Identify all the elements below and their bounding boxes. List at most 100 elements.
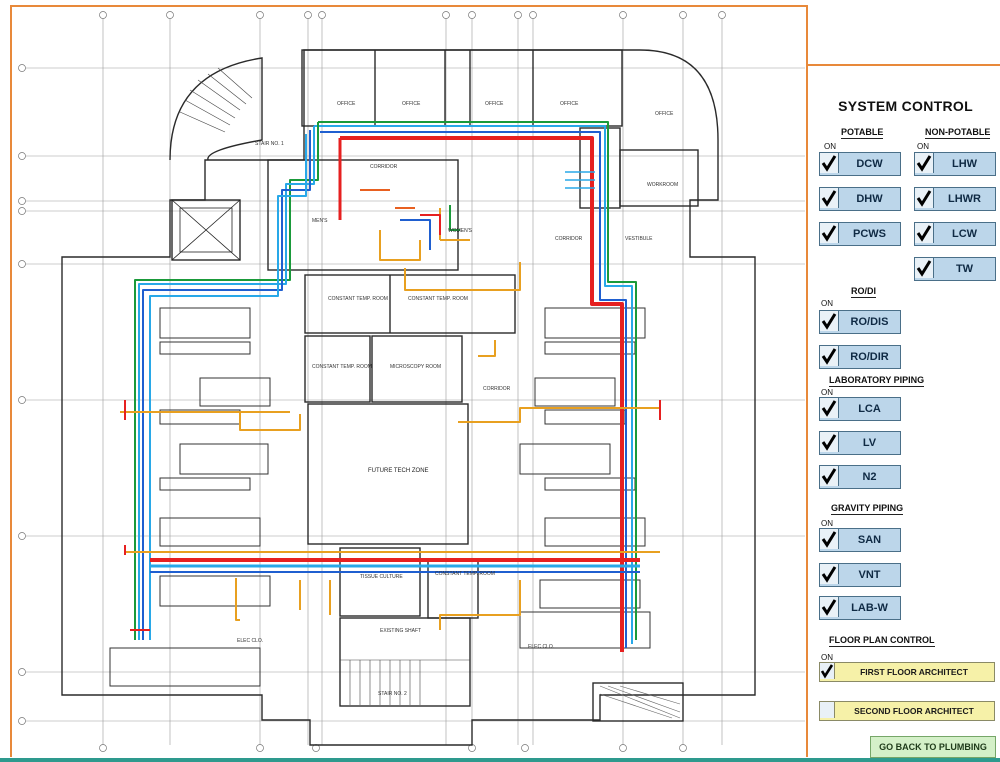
room-label-office-3: OFFICE	[485, 101, 504, 107]
panel-title: SYSTEM CONTROL	[838, 98, 973, 114]
toggle-label-n2: N2	[862, 471, 877, 483]
checkbox-tw[interactable]	[915, 258, 934, 278]
checkbox-ro-dir[interactable]	[820, 346, 839, 366]
check-icon	[821, 348, 837, 365]
frame-divider	[806, 5, 808, 757]
toggle-label-vnt: VNT	[858, 569, 881, 581]
room-label-constant-temp-4: CONSTANT TEMP. ROOM	[435, 571, 495, 577]
toggle-lcw[interactable]: LCW	[914, 222, 996, 246]
room-label-vestibule: VESTIBULE	[625, 236, 653, 242]
toggle-ro-dis[interactable]: RO/DIS	[819, 310, 901, 334]
checkbox-vnt[interactable]	[820, 564, 839, 584]
checkbox-second-floor-architect[interactable]	[820, 702, 835, 718]
toggle-tw[interactable]: TW	[914, 257, 996, 281]
room-label-microscopy: MICROSCOPY ROOM	[390, 364, 441, 370]
group-heading-non-potable: NON-POTABLE	[925, 127, 991, 139]
toggle-first-floor-architect[interactable]: FIRST FLOOR ARCHITECT	[819, 662, 995, 682]
room-label-future-tech-zone: FUTURE TECH ZONE	[368, 468, 429, 474]
checkbox-dhw[interactable]	[820, 188, 839, 208]
checkbox-first-floor-architect[interactable]	[820, 663, 835, 679]
on-label-gravity: ON	[821, 519, 833, 528]
go-back-to-plumbing-button[interactable]: GO BACK TO PLUMBING	[870, 736, 996, 758]
panel-top-rule	[806, 64, 1000, 66]
check-icon	[916, 190, 932, 207]
on-label-ro-di: ON	[821, 299, 833, 308]
toggle-lv[interactable]: LV	[819, 431, 901, 455]
room-label-existing-shaft: EXISTING SHAFT	[380, 628, 421, 634]
toggle-ro-dir[interactable]: RO/DIR	[819, 345, 901, 369]
toggle-label-tw: TW	[955, 263, 974, 275]
room-label-office-1: OFFICE	[337, 101, 356, 107]
toggle-san[interactable]: SAN	[819, 528, 901, 552]
checkbox-lcw[interactable]	[915, 223, 934, 243]
room-label-stair-1: STAIR NO. 1	[255, 141, 284, 147]
checkbox-lhw[interactable]	[915, 153, 934, 173]
group-heading-laboratory: LABORATORY PIPING	[829, 375, 925, 387]
checkbox-lv[interactable]	[820, 432, 839, 452]
toggle-label-dcw: DCW	[856, 158, 883, 170]
room-label-corridor-3: CORRIDOR	[483, 386, 511, 392]
toggle-second-floor-architect[interactable]: SECOND FLOOR ARCHITECT	[819, 701, 995, 721]
room-label-elec-1: ELEC CLO.	[237, 638, 263, 644]
room-label-office-5: OFFICE	[655, 111, 674, 117]
toggle-dhw[interactable]: DHW	[819, 187, 901, 211]
toggle-label-lcw: LCW	[951, 228, 978, 240]
toggle-lhw[interactable]: LHW	[914, 152, 996, 176]
on-label-potable: ON	[824, 142, 836, 151]
toggle-vnt[interactable]: VNT	[819, 563, 901, 587]
toggle-lab-w[interactable]: LAB-W	[819, 596, 901, 620]
on-label-floor-plan: ON	[821, 653, 833, 662]
checkbox-pcws[interactable]	[820, 223, 839, 243]
group-heading-floor-plan: FLOOR PLAN CONTROL	[829, 635, 935, 647]
room-label-mens: MEN'S	[312, 218, 328, 224]
toggle-label-dhw: DHW	[856, 193, 883, 205]
check-icon	[916, 155, 932, 172]
toggle-lhwr[interactable]: LHWR	[914, 187, 996, 211]
check-icon	[821, 468, 837, 485]
toggle-label-lhw: LHW	[951, 158, 978, 170]
checkbox-lca[interactable]	[820, 398, 839, 418]
toggle-label-ro-dir: RO/DIR	[850, 351, 889, 363]
building-walls	[61, 49, 756, 746]
check-icon	[821, 566, 837, 583]
group-heading-potable: POTABLE	[841, 127, 884, 139]
toggle-lca[interactable]: LCA	[819, 397, 901, 421]
check-icon	[821, 225, 837, 242]
room-label-stair-2: STAIR NO. 2	[378, 691, 407, 697]
room-label-workroom: WORKROOM	[647, 182, 678, 188]
toggle-label-ro-dis: RO/DIS	[850, 316, 889, 328]
check-icon	[916, 225, 932, 242]
checkbox-n2[interactable]	[820, 466, 839, 486]
check-icon	[821, 434, 837, 451]
bottom-bar	[0, 758, 1000, 762]
toggle-label-pcws: PCWS	[853, 228, 886, 240]
toggle-label-lv: LV	[862, 437, 877, 449]
check-icon	[821, 400, 837, 417]
checkbox-lhwr[interactable]	[915, 188, 934, 208]
room-label-corridor-1: CORRIDOR	[370, 164, 398, 170]
toggle-label-second-floor-architect: SECOND FLOOR ARCHITECT	[854, 706, 974, 716]
room-label-elec-2: ELEC CLO.	[528, 644, 554, 650]
toggle-pcws[interactable]: PCWS	[819, 222, 901, 246]
room-label-office-2: OFFICE	[402, 101, 421, 107]
room-label-constant-temp-2: CONSTANT TEMP. ROOM	[408, 296, 468, 302]
toggle-label-first-floor-architect: FIRST FLOOR ARCHITECT	[860, 667, 968, 677]
room-label-constant-temp-1: CONSTANT TEMP. ROOM	[328, 296, 388, 302]
frame-left	[10, 5, 12, 757]
room-label-constant-temp-3: CONSTANT TEMP. ROOM	[312, 364, 372, 370]
checkbox-san[interactable]	[820, 529, 839, 549]
toggle-label-lab-w: LAB-W	[851, 602, 888, 614]
check-icon	[821, 599, 837, 616]
toggle-n2[interactable]: N2	[819, 465, 901, 489]
toggle-dcw[interactable]: DCW	[819, 152, 901, 176]
checkbox-dcw[interactable]	[820, 153, 839, 173]
check-icon	[821, 313, 837, 330]
check-icon	[820, 664, 834, 679]
checkbox-lab-w[interactable]	[820, 597, 839, 617]
toggle-label-lca: LCA	[858, 403, 881, 415]
checkbox-ro-dis[interactable]	[820, 311, 839, 331]
room-label-tissue-culture: TISSUE CULTURE	[360, 574, 403, 580]
check-icon	[916, 260, 932, 277]
room-label-womens: WOMEN'S	[448, 228, 473, 234]
